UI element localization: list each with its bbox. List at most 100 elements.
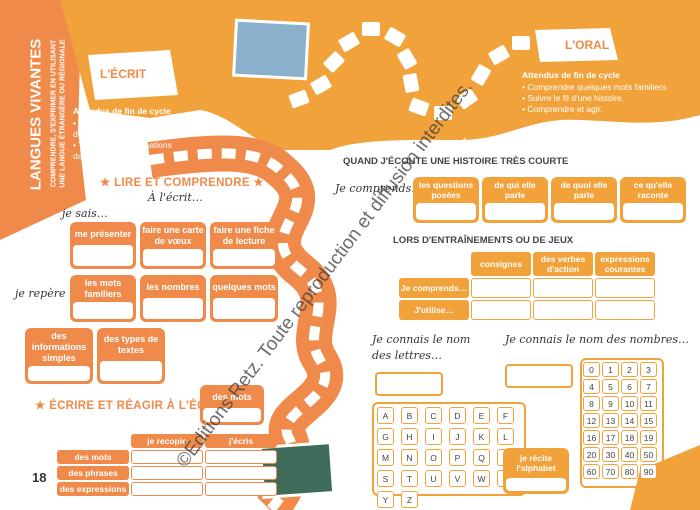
answer-area[interactable]: [213, 249, 275, 266]
number-cell[interactable]: 17: [602, 430, 619, 445]
letter-cell[interactable]: Y: [377, 491, 394, 508]
number-cell[interactable]: 50: [640, 447, 657, 462]
answer-area[interactable]: [213, 298, 275, 319]
number-cell[interactable]: 6: [621, 379, 638, 394]
lettres-answer-box[interactable]: [375, 372, 443, 396]
number-cell[interactable]: 12: [583, 413, 600, 428]
nombres-answer-box[interactable]: [505, 364, 573, 388]
letter-cell[interactable]: L: [497, 428, 514, 445]
table-cell[interactable]: [471, 300, 531, 320]
table-cell[interactable]: [205, 482, 277, 496]
answer-area[interactable]: [143, 298, 203, 319]
box-label: je récite l'alphabet: [516, 453, 556, 473]
number-cell[interactable]: 40: [621, 447, 638, 462]
ecrire-table: je recopie j'écris des mots des phrases …: [55, 432, 279, 498]
answer-area[interactable]: [73, 245, 133, 266]
letter-cell[interactable]: Q: [473, 449, 490, 466]
answer-area[interactable]: [143, 249, 203, 266]
number-cell[interactable]: 10: [621, 396, 638, 411]
number-cell[interactable]: 0: [583, 362, 600, 377]
letter-cell[interactable]: J: [449, 428, 466, 445]
side-title-block: LANGUES VIVANTES COMPRENDRE, S'EXPRIMER …: [6, 16, 76, 216]
answer-area[interactable]: [485, 203, 545, 220]
ecrire-box-mots[interactable]: des mots: [200, 385, 264, 425]
table-cell[interactable]: [595, 300, 655, 320]
letter-cell[interactable]: H: [401, 428, 418, 445]
letter-cell[interactable]: T: [401, 470, 418, 487]
number-cell[interactable]: 9: [602, 396, 619, 411]
histoire-box-quoi[interactable]: de quoi elle parle: [551, 177, 617, 223]
sais-box-carte[interactable]: faire une carte de vœux: [140, 222, 206, 269]
answer-area[interactable]: [73, 302, 133, 319]
letter-cell[interactable]: E: [473, 407, 490, 424]
other-box-informations[interactable]: des informations simples: [25, 328, 93, 384]
number-cell[interactable]: 16: [583, 430, 600, 445]
repere-box-mots[interactable]: les mots familiers: [70, 275, 136, 322]
number-cell[interactable]: 80: [621, 464, 638, 479]
answer-area[interactable]: [506, 478, 566, 491]
sais-box-fiche[interactable]: faire une fiche de lecture: [210, 222, 278, 269]
number-cell[interactable]: 18: [621, 430, 638, 445]
letter-cell[interactable]: U: [425, 470, 442, 487]
histoire-box-questions[interactable]: les questions posées: [413, 177, 479, 223]
number-cell[interactable]: 2: [621, 362, 638, 377]
number-cell[interactable]: 4: [583, 379, 600, 394]
table-cell[interactable]: [205, 450, 277, 464]
letter-cell[interactable]: S: [377, 470, 394, 487]
number-cell[interactable]: 5: [602, 379, 619, 394]
table-cell[interactable]: [595, 278, 655, 298]
letter-cell[interactable]: I: [425, 428, 442, 445]
answer-area[interactable]: [554, 203, 614, 220]
repere-box-nombres[interactable]: les nombres: [140, 275, 206, 322]
number-cell[interactable]: 13: [602, 413, 619, 428]
number-cell[interactable]: 15: [640, 413, 657, 428]
table-cell[interactable]: [533, 300, 593, 320]
recite-box[interactable]: je récite l'alphabet: [503, 448, 569, 494]
repere-box-quelques[interactable]: quelques mots: [210, 275, 278, 322]
answer-area[interactable]: [416, 203, 476, 220]
answer-area[interactable]: [100, 361, 162, 381]
other-box-types[interactable]: des types de textes: [97, 328, 165, 384]
table-cell[interactable]: [131, 482, 203, 496]
letter-cell[interactable]: Z: [401, 491, 418, 508]
number-cell[interactable]: 3: [640, 362, 657, 377]
table-cell[interactable]: [205, 466, 277, 480]
letter-cell[interactable]: O: [425, 449, 442, 466]
letter-cell[interactable]: D: [449, 407, 466, 424]
left-band: [0, 0, 86, 240]
histoire-box-qui[interactable]: de qui elle parle: [482, 177, 548, 223]
letter-cell[interactable]: V: [449, 470, 466, 487]
letter-cell[interactable]: W: [473, 470, 490, 487]
letter-cell[interactable]: F: [497, 407, 514, 424]
answer-area[interactable]: [203, 408, 261, 422]
letter-cell[interactable]: N: [401, 449, 418, 466]
lettres-text-2: des lettres…: [372, 349, 442, 362]
letter-cell[interactable]: K: [473, 428, 490, 445]
number-cell[interactable]: 1: [602, 362, 619, 377]
number-cell[interactable]: 20: [583, 447, 600, 462]
number-cell[interactable]: 70: [602, 464, 619, 479]
number-cell[interactable]: 11: [640, 396, 657, 411]
number-cell[interactable]: 30: [602, 447, 619, 462]
table-cell[interactable]: [533, 278, 593, 298]
number-cell[interactable]: 60: [583, 464, 600, 479]
table-cell[interactable]: [471, 278, 531, 298]
letter-cell[interactable]: G: [377, 428, 394, 445]
table-cell[interactable]: [131, 466, 203, 480]
je-comprends-label: Je comprends…: [335, 182, 423, 195]
letter-cell[interactable]: C: [425, 407, 442, 424]
number-cell[interactable]: 14: [621, 413, 638, 428]
letter-cell[interactable]: M: [377, 449, 394, 466]
number-cell[interactable]: 19: [640, 430, 657, 445]
answer-area[interactable]: [28, 366, 90, 381]
answer-area[interactable]: [623, 203, 683, 220]
sais-box-presenter[interactable]: me présenter: [70, 222, 136, 269]
histoire-box-raconte[interactable]: ce qu'elle raconte: [620, 177, 686, 223]
number-cell[interactable]: 7: [640, 379, 657, 394]
number-cell[interactable]: 8: [583, 396, 600, 411]
letter-cell[interactable]: A: [377, 407, 394, 424]
table-cell[interactable]: [131, 450, 203, 464]
letter-cell[interactable]: B: [401, 407, 418, 424]
number-cell[interactable]: 90: [640, 464, 657, 479]
letter-cell[interactable]: P: [449, 449, 466, 466]
